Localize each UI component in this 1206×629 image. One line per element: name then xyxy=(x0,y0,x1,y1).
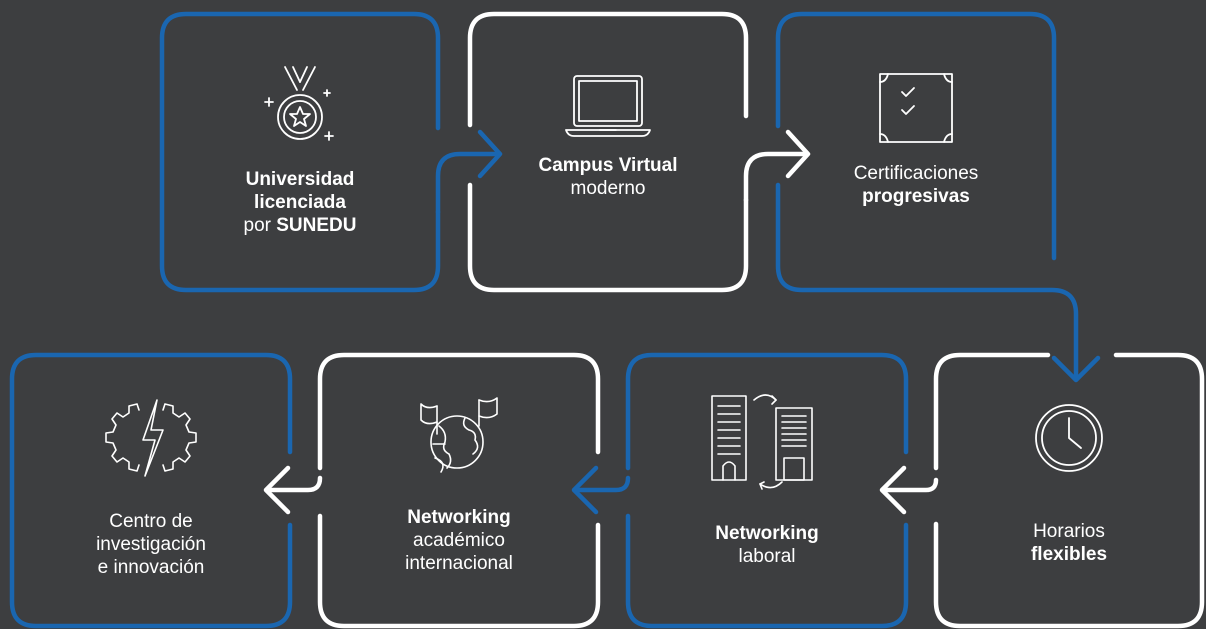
card-horarios: Horarios flexibles xyxy=(936,400,1202,566)
laboral-bold: Networking xyxy=(715,523,819,544)
card-sunedu: Universidad licenciada por SUNEDU xyxy=(162,62,438,237)
centro-line2: investigación xyxy=(96,534,206,555)
card-frame-campus xyxy=(467,11,749,293)
academico-bold: Networking xyxy=(407,507,511,528)
gear-lightning-icon xyxy=(105,399,197,477)
academico-line2: académico xyxy=(413,530,505,551)
medal-icon xyxy=(264,66,334,141)
academico-line3: internacional xyxy=(405,553,513,574)
card-cert: Certificaciones progresivas xyxy=(778,68,1054,208)
card-frame-academico xyxy=(317,352,601,629)
card-frame-laboral xyxy=(625,352,909,629)
horarios-bold: flexibles xyxy=(1030,544,1108,565)
centro-line1: Centro de xyxy=(109,511,193,532)
laboral-plain: laboral xyxy=(738,546,796,567)
clock-icon xyxy=(1035,404,1103,472)
campus-plain: moderno xyxy=(570,178,646,199)
horarios-plain: Horarios xyxy=(1033,521,1105,542)
card-frame-centro xyxy=(9,352,293,629)
card-campus: Campus Virtual moderno xyxy=(470,70,746,200)
arrow-campus-to-cert xyxy=(743,129,811,203)
card-frame-horarios xyxy=(933,352,1205,629)
sunedu-line3-plain: por xyxy=(243,215,277,236)
certificate-icon xyxy=(879,73,953,143)
cert-plain: Certificaciones xyxy=(853,163,979,184)
arrow-academico-to-centro xyxy=(263,465,323,515)
card-academico: Networking académico internacional xyxy=(320,396,598,575)
card-frame-sunedu xyxy=(159,11,441,293)
sunedu-line3-bold: SUNEDU xyxy=(276,215,357,236)
sunedu-line2: licenciada xyxy=(254,192,346,213)
campus-bold: Campus Virtual xyxy=(538,155,678,176)
laptop-icon xyxy=(565,75,651,137)
card-laboral: Networking laboral xyxy=(628,386,906,568)
centro-line3: e innovación xyxy=(97,557,205,578)
card-frame-cert xyxy=(775,11,1101,383)
arrow-laboral-to-academico xyxy=(571,465,631,515)
arrow-horarios-to-laboral xyxy=(879,465,939,515)
card-centro: Centro de investigación e innovación xyxy=(12,396,290,579)
arrow-sunedu-to-campus xyxy=(435,129,503,215)
sunedu-line1: Universidad xyxy=(245,169,355,190)
globe-flags-icon xyxy=(420,397,498,473)
cert-bold: progresivas xyxy=(862,186,970,207)
buildings-icon xyxy=(711,394,813,490)
